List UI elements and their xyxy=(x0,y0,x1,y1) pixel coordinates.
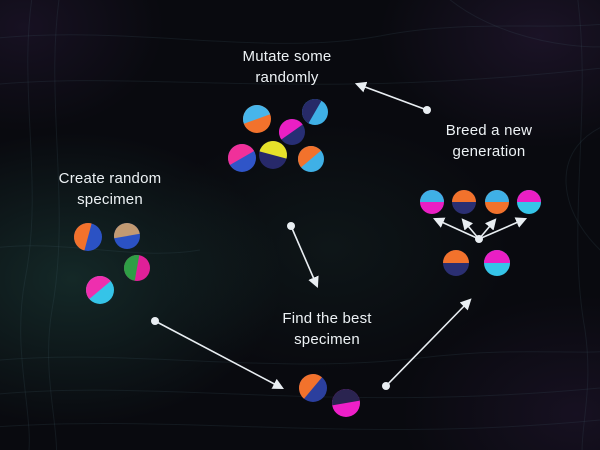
flow-arrow xyxy=(478,218,497,240)
contour-wave-line xyxy=(20,0,33,450)
specimen-random-specimens xyxy=(124,254,150,281)
contour-wave-line xyxy=(449,0,600,48)
specimen-half-top xyxy=(517,190,541,202)
label-line: Breed a new xyxy=(445,122,533,139)
flow-arrow xyxy=(385,298,472,387)
specimen-bred-children xyxy=(452,190,476,214)
specimen-bred-children xyxy=(420,190,444,214)
specimen-random-specimens xyxy=(86,276,114,304)
specimen-mutated-specimens xyxy=(243,105,271,133)
flow-arrow xyxy=(432,217,480,240)
label-line: randomly xyxy=(255,69,319,86)
specimen-best-specimens xyxy=(331,389,360,417)
specimen-half-top xyxy=(227,144,255,165)
specimen-half-top xyxy=(331,389,360,406)
label-line: specimen xyxy=(294,331,360,348)
specimen-mutated-specimens xyxy=(302,99,328,125)
label-breed-a-new-generation: Breed a new generation xyxy=(409,120,569,162)
contour-wave-line xyxy=(0,387,600,399)
specimen-half-top xyxy=(86,276,111,299)
label-line: generation xyxy=(452,143,526,160)
specimen-mutated-specimens xyxy=(259,141,287,169)
label-line: Mutate some xyxy=(242,48,332,65)
contour-wave-line xyxy=(0,23,600,44)
specimen-half-top xyxy=(484,250,510,263)
arrow-node-dot xyxy=(151,317,159,325)
specimen-half-top xyxy=(124,254,140,281)
specimen-best-specimens xyxy=(299,374,327,402)
specimen-mutated-specimens xyxy=(227,144,256,172)
arrow-node-dot xyxy=(287,222,295,230)
label-line: Create random xyxy=(58,170,162,187)
specimen-half-top xyxy=(279,119,303,140)
label-create-random-specimen: Create random specimen xyxy=(30,168,190,210)
arrow-node-dot xyxy=(423,106,431,114)
specimen-half-top xyxy=(259,141,287,159)
flow-arrow xyxy=(154,320,284,390)
specimen-half-top xyxy=(452,190,476,202)
label-find-the-best-specimen: Find the best specimen xyxy=(247,308,407,350)
label-mutate-some-randomly: Mutate some randomly xyxy=(207,46,367,88)
flow-arrow xyxy=(461,218,480,240)
specimen-half-top xyxy=(420,190,444,202)
specimen-half-top xyxy=(114,223,140,239)
contour-wave-line xyxy=(565,127,600,251)
specimen-bred-children xyxy=(485,190,509,214)
specimen-random-specimens xyxy=(114,223,140,249)
specimen-half-top xyxy=(485,190,509,202)
specimen-mutated-specimens xyxy=(298,146,324,172)
flow-arrow xyxy=(290,225,319,289)
specimen-bred-parents xyxy=(443,250,469,276)
contour-wave-line xyxy=(0,67,600,85)
contour-wave-line xyxy=(577,0,589,450)
flow-arrow xyxy=(354,81,428,111)
specimen-random-specimens xyxy=(73,222,102,251)
arrow-node-dot xyxy=(382,382,390,390)
specimen-half-top xyxy=(302,99,322,124)
specimen-half-top xyxy=(243,105,271,124)
contour-wave-line xyxy=(0,351,600,365)
specimen-half-top xyxy=(443,250,469,263)
specimen-bred-children xyxy=(517,190,541,214)
specimen-bred-parents xyxy=(484,250,510,276)
specimen-half-top xyxy=(298,146,321,168)
contour-wave-line xyxy=(48,0,60,450)
specimen-half-top xyxy=(299,374,322,399)
flow-arrow xyxy=(478,217,528,240)
contour-wave-line xyxy=(0,419,600,430)
arrow-node-dot xyxy=(475,235,483,243)
specimen-mutated-specimens xyxy=(279,119,305,145)
label-line: Find the best xyxy=(282,310,372,327)
specimen-half-top xyxy=(73,222,92,251)
label-line: specimen xyxy=(77,191,143,208)
